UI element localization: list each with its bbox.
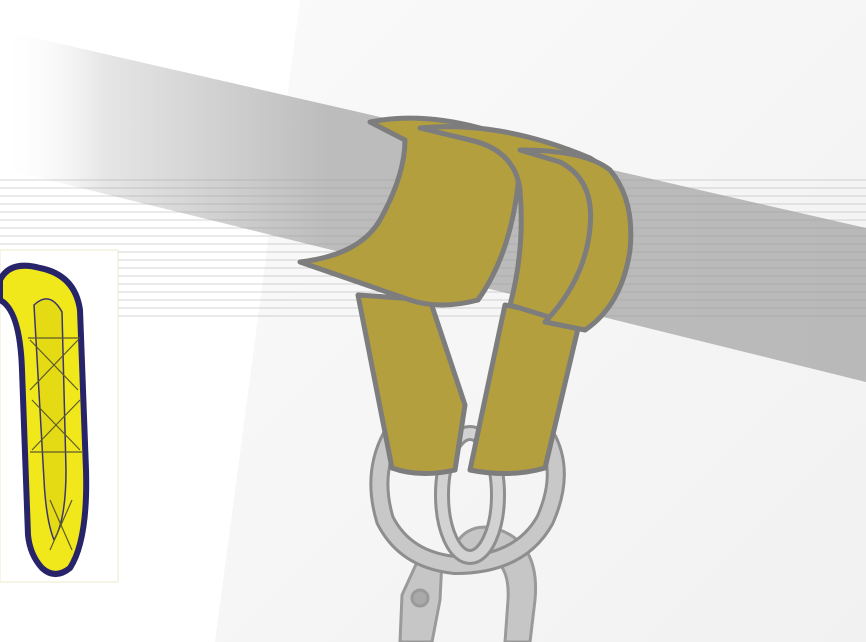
sling-photo-inset [0, 250, 118, 582]
